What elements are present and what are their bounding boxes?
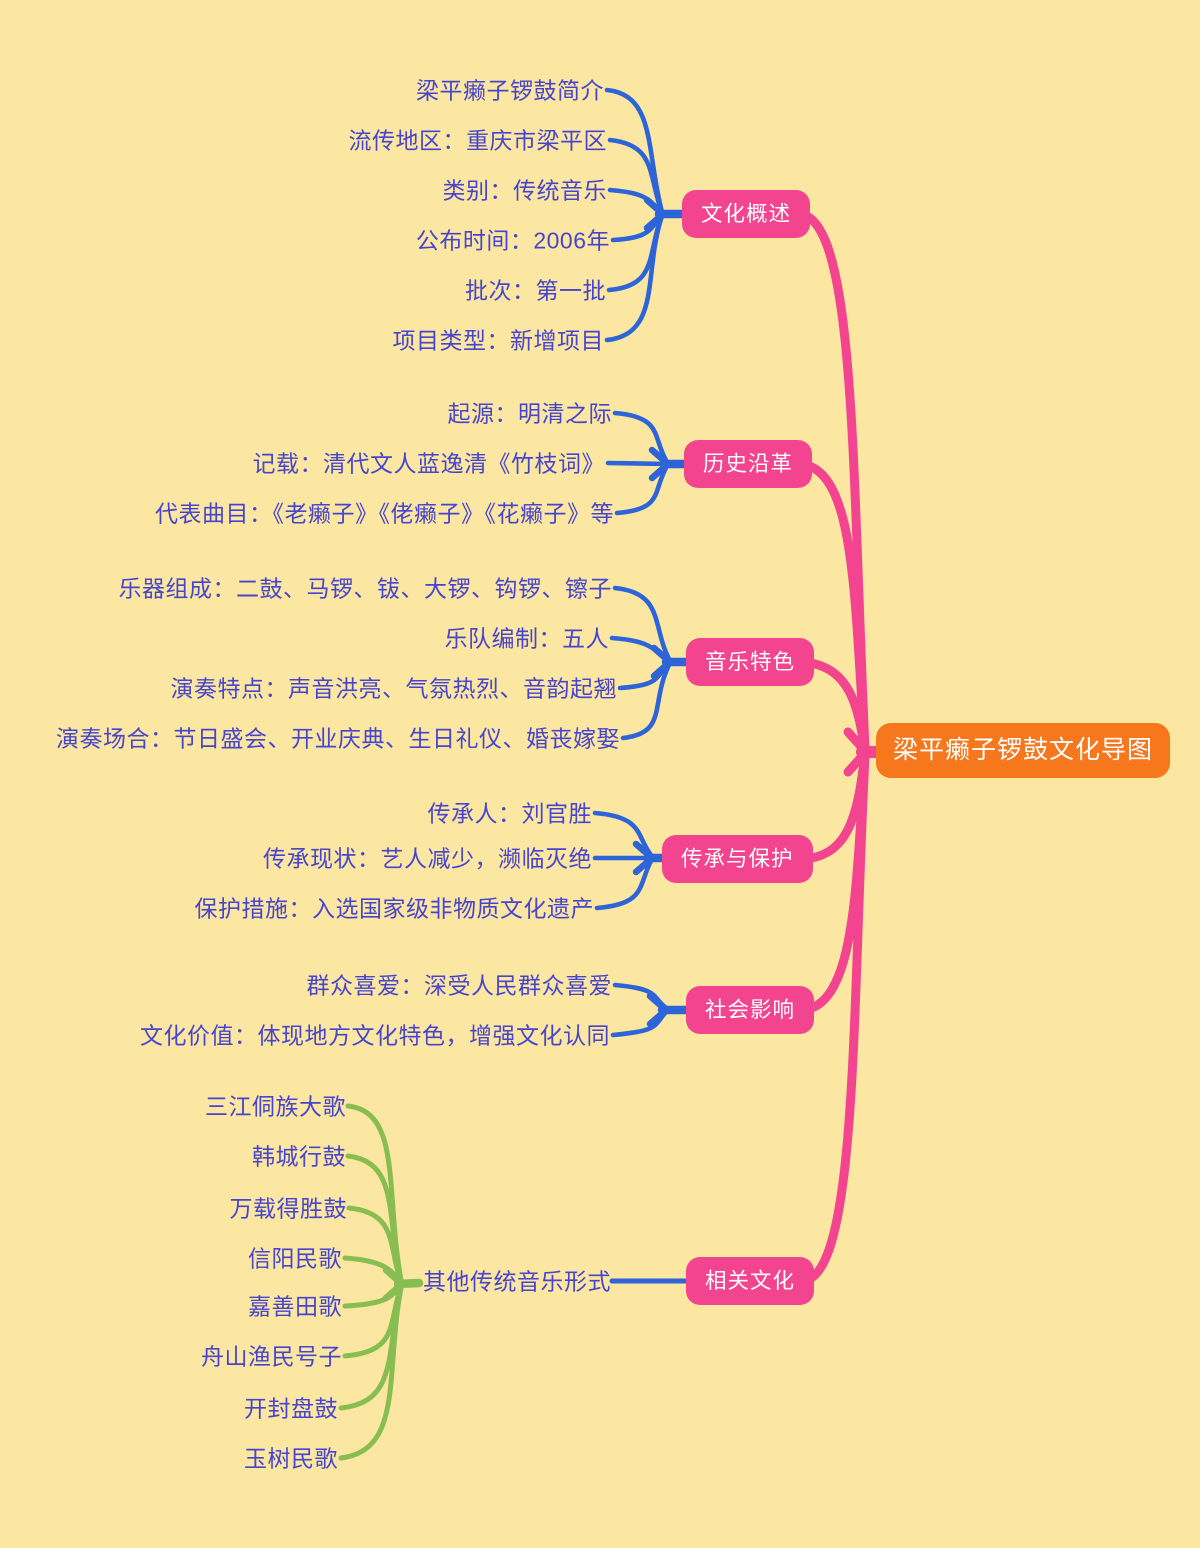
leaf-topic[interactable]: 演奏特点：声音洪亮、气氛热烈、音韵起翘 [170,675,617,702]
leaf-topic[interactable]: 开封盘鼓 [244,1395,338,1422]
branch-history[interactable]: 历史沿革 [684,440,813,488]
leaf-topic[interactable]: 嘉善田歌 [248,1293,342,1320]
leaf-topic[interactable]: 类别：传统音乐 [442,177,607,204]
leaf-topic[interactable]: 批次：第一批 [465,277,606,304]
leaf-topic[interactable]: 公布时间：2006年 [415,227,610,254]
leaf-topic[interactable]: 记载：清代文人蓝逸清《竹枝词》 [252,450,605,477]
leaf-topic[interactable]: 乐器组成：二鼓、马锣、钹、大锣、钩锣、镲子 [118,575,612,602]
branch-music-features[interactable]: 音乐特色 [686,638,815,686]
leaf-topic[interactable]: 流传地区：重庆市梁平区 [348,127,607,154]
leaf-topic[interactable]: 乐队编制：五人 [444,625,609,652]
leaf-topic[interactable]: 传承现状：艺人减少，濒临灭绝 [263,845,592,872]
branch-culture-overview[interactable]: 文化概述 [682,190,811,238]
leaf-topic[interactable]: 文化价值：体现地方文化特色，增强文化认同 [140,1022,610,1049]
edge-group-social-impact [610,982,693,1038]
branch-social-impact[interactable]: 社会影响 [686,986,815,1034]
leaf-topic[interactable]: 三江侗族大歌 [205,1093,346,1120]
edge-group-inheritance [592,810,669,911]
branch-related-culture[interactable]: 相关文化 [686,1257,815,1305]
leaf-topic[interactable]: 传承人：刘官胜 [427,800,592,827]
edge-group-music-features [609,585,693,741]
leaf-topic[interactable]: 保护措施：入选国家级非物质文化遗产 [194,895,594,922]
branch-inheritance-protection[interactable]: 传承与保护 [662,835,813,883]
subtopic-other-traditional-music[interactable]: 其他传统音乐形式 [423,1268,611,1295]
leaf-topic[interactable]: 梁平癞子锣鼓简介 [416,77,604,104]
edge-group-culture-overview [604,87,689,343]
leaf-topic[interactable]: 信阳民歌 [248,1245,342,1272]
leaf-topic[interactable]: 演奏场合：节日盛会、开业庆典、生日礼仪、婚丧嫁娶 [56,725,620,752]
root-node[interactable]: 梁平癞子锣鼓文化导图 [876,723,1171,778]
leaf-topic[interactable]: 群众喜爱：深受人民群众喜爱 [306,972,612,999]
leaf-topic[interactable]: 代表曲目：《老癞子》《佬癞子》《花癞子》等 [155,500,614,527]
leaf-topic[interactable]: 韩城行鼓 [252,1143,346,1170]
leaf-topic[interactable]: 玉树民歌 [244,1445,338,1472]
leaf-topic[interactable]: 舟山渔民号子 [201,1343,342,1370]
edge-group-related-culture [338,1103,689,1461]
leaf-topic[interactable]: 万载得胜鼓 [229,1195,347,1222]
leaf-topic[interactable]: 项目类型：新增项目 [392,327,604,354]
leaf-topic[interactable]: 起源：明清之际 [447,400,612,427]
edge-group-root [795,209,886,1286]
edge-group-history [605,410,691,516]
